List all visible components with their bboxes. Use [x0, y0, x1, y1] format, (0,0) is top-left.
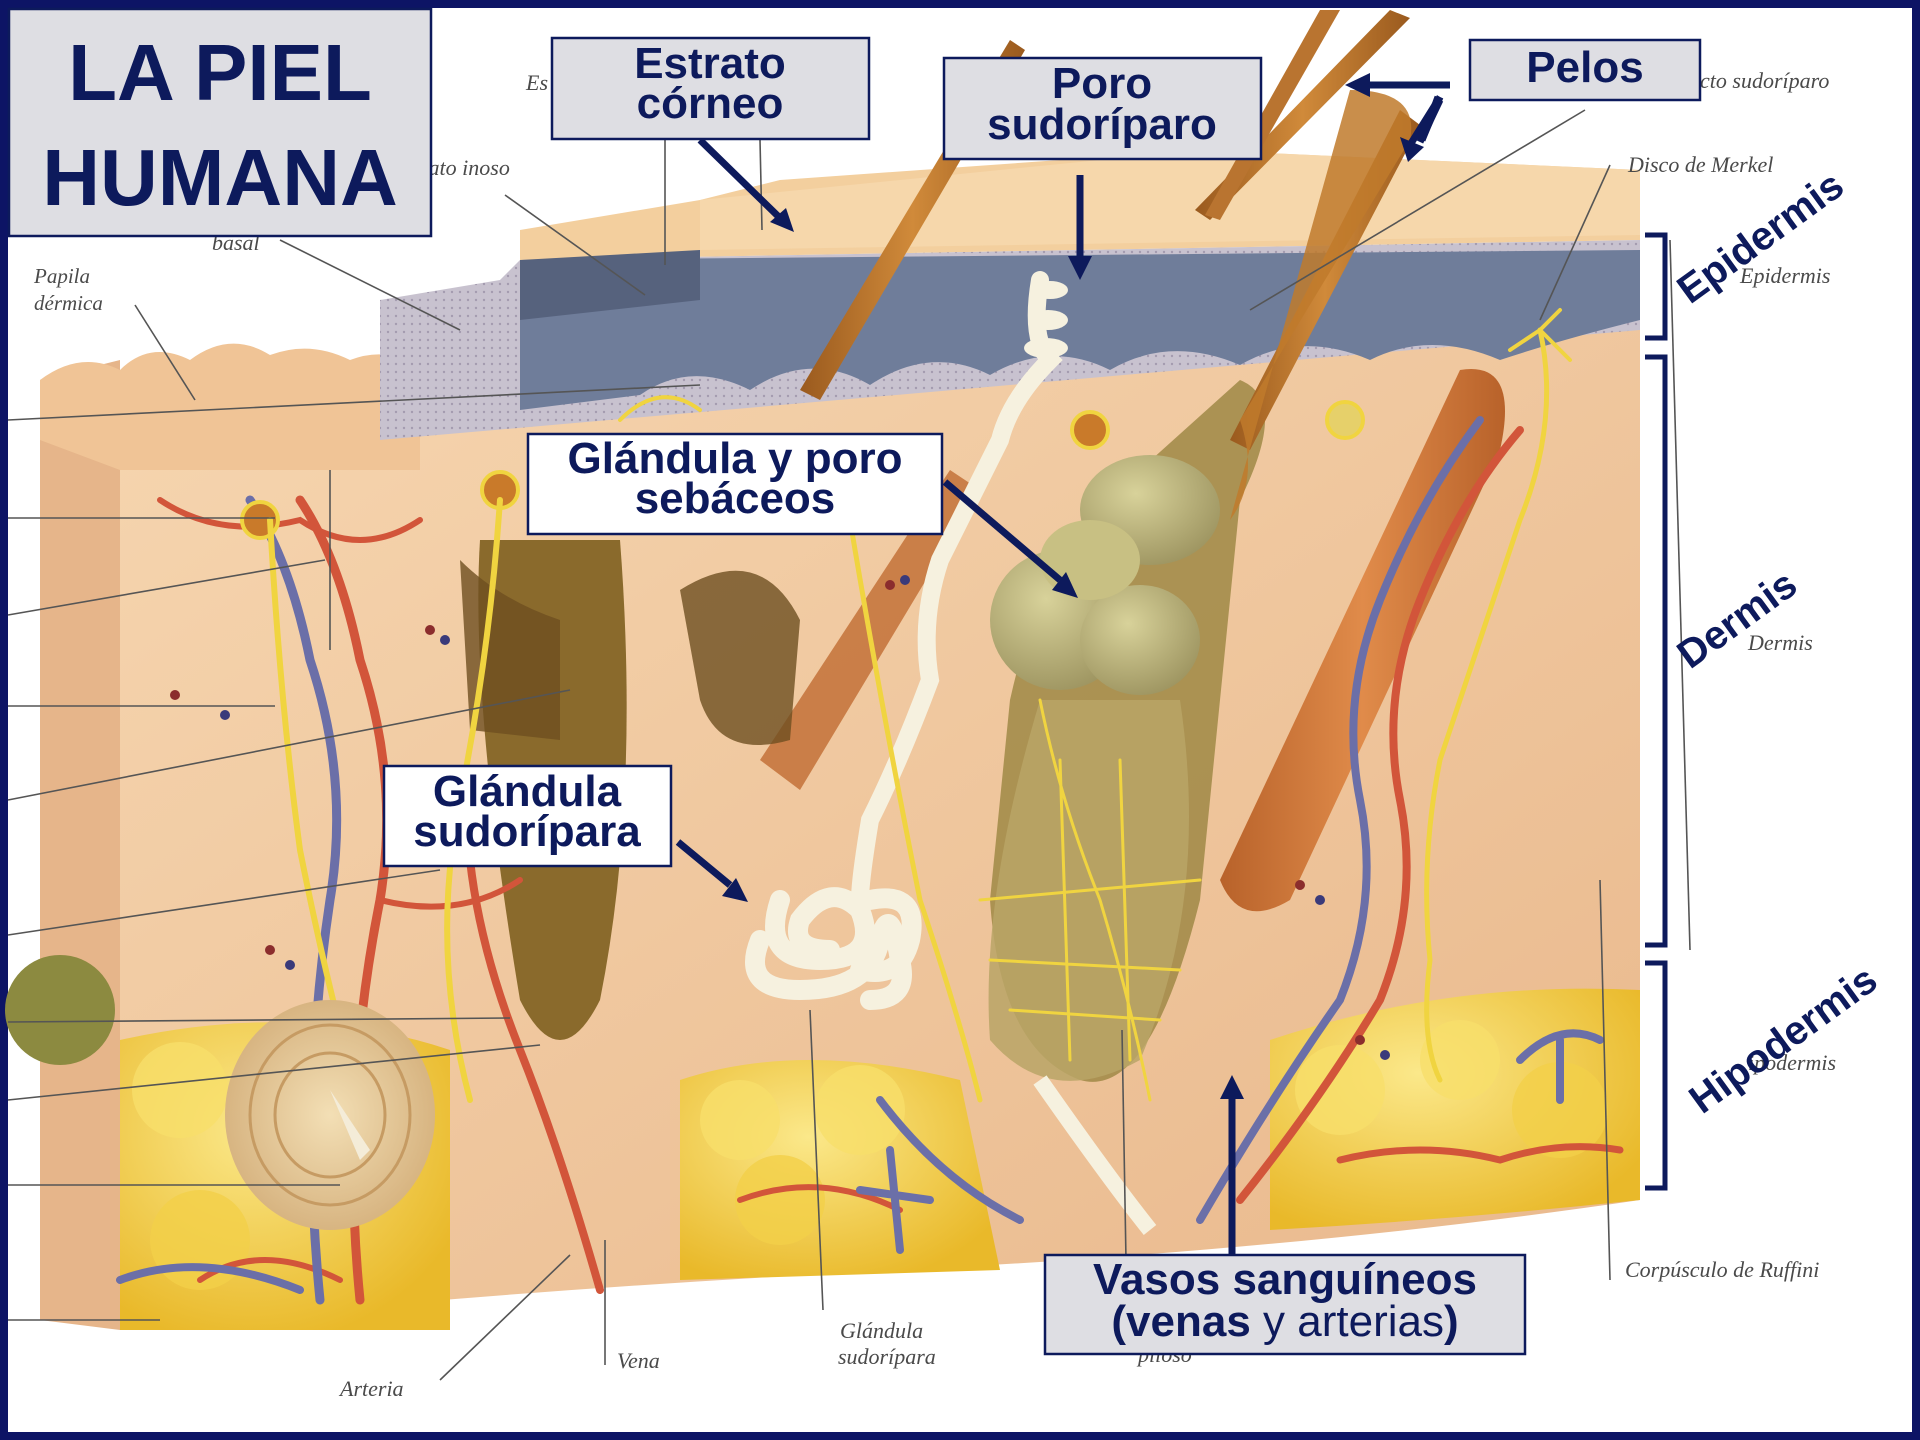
bg-label-arteria: Arteria	[338, 1376, 404, 1401]
vasos-open-paren: (	[1111, 1297, 1126, 1346]
vasos-close-paren: )	[1444, 1297, 1459, 1346]
callout-poro-sudoriparo: Poro sudoríparo	[944, 58, 1261, 159]
estrato-corneo-line2: córneo	[637, 79, 784, 128]
title-line2: HUMANA	[42, 133, 398, 222]
bg-label-disco-merkel: Disco de Merkel	[1627, 152, 1773, 177]
glandula-sudoripara-line2: sudorípara	[413, 807, 641, 856]
bg-label-glandula-line1: Glándula	[840, 1318, 923, 1343]
callout-vasos-sanguineos: Vasos sanguíneos (venas y arterias)	[1045, 1255, 1525, 1354]
pelos-label: Pelos	[1526, 43, 1643, 92]
bg-label-estrato-espinoso: rato inoso	[420, 155, 510, 180]
callout-estrato-corneo: Estrato córneo	[552, 38, 869, 139]
glandula-poro-sebaceos-line2: sebáceos	[635, 474, 836, 523]
bg-label-vena: Vena	[617, 1348, 660, 1373]
bg-label-glandula-line2: sudorípara	[838, 1344, 936, 1369]
callout-glandula-poro-sebaceos: Glándula y poro sebáceos	[528, 434, 942, 534]
bg-label-corpusculo-ruffini: Corpúsculo de Ruffini	[1625, 1257, 1819, 1282]
bg-label-dermis: Dermis	[1747, 630, 1813, 655]
bg-label-papila-line2: dérmica	[34, 291, 103, 315]
title-line1: LA PIEL	[68, 28, 372, 117]
vasos-line2: (venas y arterias)	[1111, 1297, 1458, 1346]
title-block: LA PIEL HUMANA	[9, 9, 431, 236]
vasos-y-arterias: y arterias	[1251, 1297, 1444, 1346]
callout-pelos: Pelos	[1470, 40, 1700, 100]
vasos-venas: venas	[1126, 1297, 1251, 1346]
bg-label-papila-line1: Papila	[33, 264, 90, 288]
poro-sudoriparo-line2: sudoríparo	[987, 100, 1217, 149]
bg-label-conducto-sudoriparo: cto sudoríparo	[1700, 68, 1829, 93]
callout-glandula-sudoripara: Glándula sudorípara	[384, 766, 671, 866]
